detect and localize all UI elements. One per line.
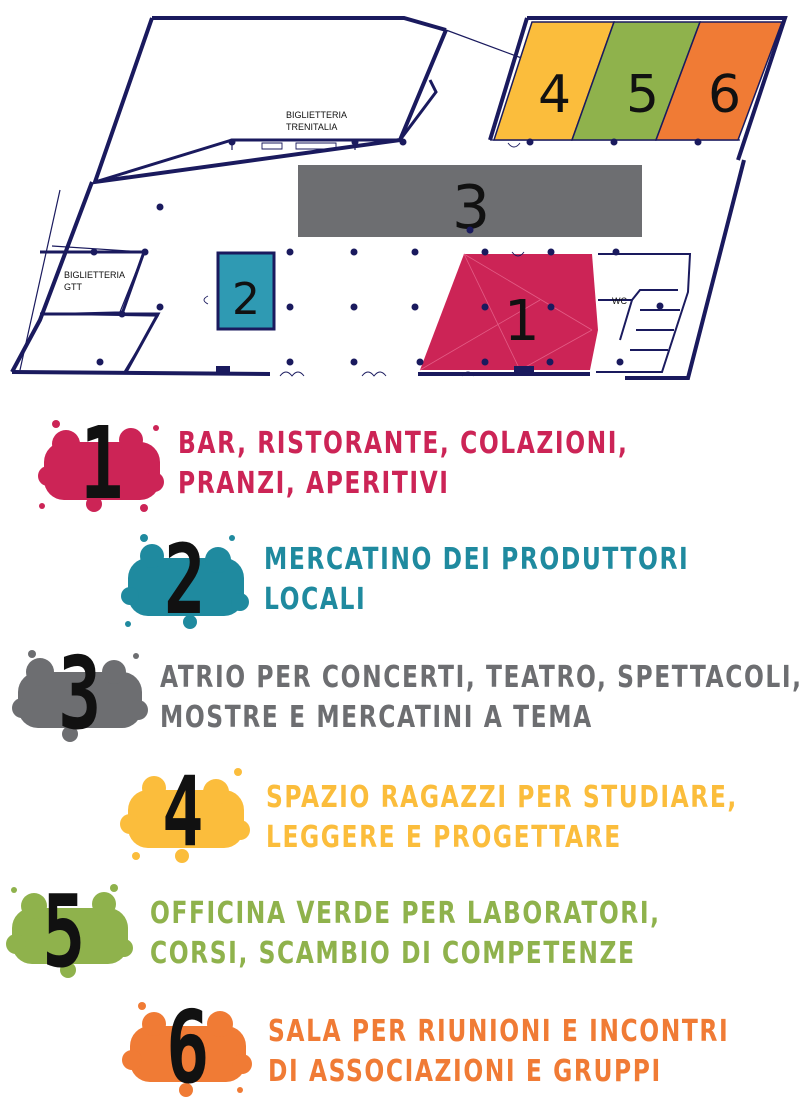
legend-number-2: 2 bbox=[164, 524, 206, 636]
legend-line: Sala per riunioni e incontri bbox=[268, 1014, 730, 1049]
legend-line: Atrio per concerti, teatro, spettacoli, bbox=[160, 660, 800, 695]
legend-number-5: 5 bbox=[42, 873, 86, 990]
paint-splash-4 bbox=[120, 768, 250, 863]
legend-line: Bar, ristorante, colazioni, bbox=[178, 426, 629, 461]
legend-item-6: 6 Sala per riunioni e incontri di associ… bbox=[122, 994, 782, 1104]
floor-plan: 4 5 6 3 2 1 WC BIGLIETTERIA TRENITALIA B… bbox=[10, 16, 788, 380]
wc-label: WC bbox=[612, 296, 627, 306]
paint-splash-2 bbox=[121, 534, 249, 629]
paint-splash-1 bbox=[38, 420, 164, 512]
legend-number-4: 4 bbox=[162, 756, 204, 868]
zone-1-number: 1 bbox=[504, 289, 540, 354]
zone-6 bbox=[654, 21, 784, 141]
legend-line: leggere e progettare bbox=[266, 820, 622, 855]
legend-number-1: 1 bbox=[80, 405, 124, 522]
gtt-lower-wall bbox=[40, 312, 161, 373]
legend-line: di associazioni e gruppi bbox=[268, 1054, 662, 1089]
wc-block bbox=[596, 253, 692, 373]
legend-text-1: Bar, ristorante, colazioni, pranzi, aper… bbox=[178, 424, 629, 504]
legend-item-1: 1 Bar, ristorante, colazioni, pranzi, ap… bbox=[36, 410, 776, 520]
legend-line: Mercatino dei produttori bbox=[264, 542, 690, 577]
trenitalia-label-line2: TRENITALIA bbox=[286, 122, 337, 132]
legend-line: pranzi, aperitivi bbox=[178, 466, 450, 501]
zone-3 bbox=[298, 165, 642, 237]
zone-5-number: 5 bbox=[626, 65, 659, 125]
legend-line: corsi, scambio di competenze bbox=[150, 936, 636, 971]
zone-2 bbox=[216, 251, 276, 331]
gtt-label-line1: BIGLIETTERIA bbox=[64, 270, 125, 280]
legend-text-3: Atrio per concerti, teatro, spettacoli, … bbox=[160, 658, 800, 738]
legend-item-3: 3 Atrio per concerti, teatro, spettacoli… bbox=[10, 640, 800, 750]
building-walls bbox=[10, 16, 788, 380]
legend-number-3: 3 bbox=[58, 635, 102, 752]
paint-splash-3 bbox=[12, 650, 148, 742]
zone-1 bbox=[420, 254, 598, 370]
zone-1-hatching bbox=[419, 253, 593, 371]
legend-text-6: Sala per riunioni e incontri di associaz… bbox=[268, 1012, 729, 1092]
legend-item-2: 2 Mercatino dei produttori locali bbox=[120, 526, 780, 636]
legend-line: Spazio ragazzi per studiare, bbox=[266, 780, 738, 815]
legend-number-6: 6 bbox=[166, 989, 210, 1106]
paint-splash-5 bbox=[6, 884, 133, 978]
gtt-label-line2: GTT bbox=[64, 282, 82, 292]
trenitalia-label-line1: BIGLIETTERIA bbox=[286, 110, 347, 120]
legend-line: locali bbox=[264, 582, 367, 617]
doors bbox=[203, 142, 525, 377]
paint-splash-6 bbox=[122, 1002, 252, 1097]
legend-item-4: 4 Spazio ragazzi per studiare, leggere e… bbox=[120, 760, 780, 870]
zone-2-number: 2 bbox=[232, 274, 260, 325]
legend-text-4: Spazio ragazzi per studiare, leggere e p… bbox=[266, 778, 738, 858]
legend-text-2: Mercatino dei produttori locali bbox=[264, 540, 689, 620]
trenitalia-wall bbox=[94, 79, 438, 184]
legend-line: Officina verde per laboratori, bbox=[150, 896, 661, 931]
columns bbox=[90, 138, 702, 366]
legend-text-5: Officina verde per laboratori, corsi, sc… bbox=[150, 894, 661, 974]
legend-line: mostre e mercatini a tema bbox=[160, 700, 593, 735]
zone-4-number: 4 bbox=[538, 65, 571, 125]
legend-item-5: 5 Officina verde per laboratori, corsi, … bbox=[4, 876, 794, 986]
zone-6-number: 6 bbox=[708, 65, 741, 125]
